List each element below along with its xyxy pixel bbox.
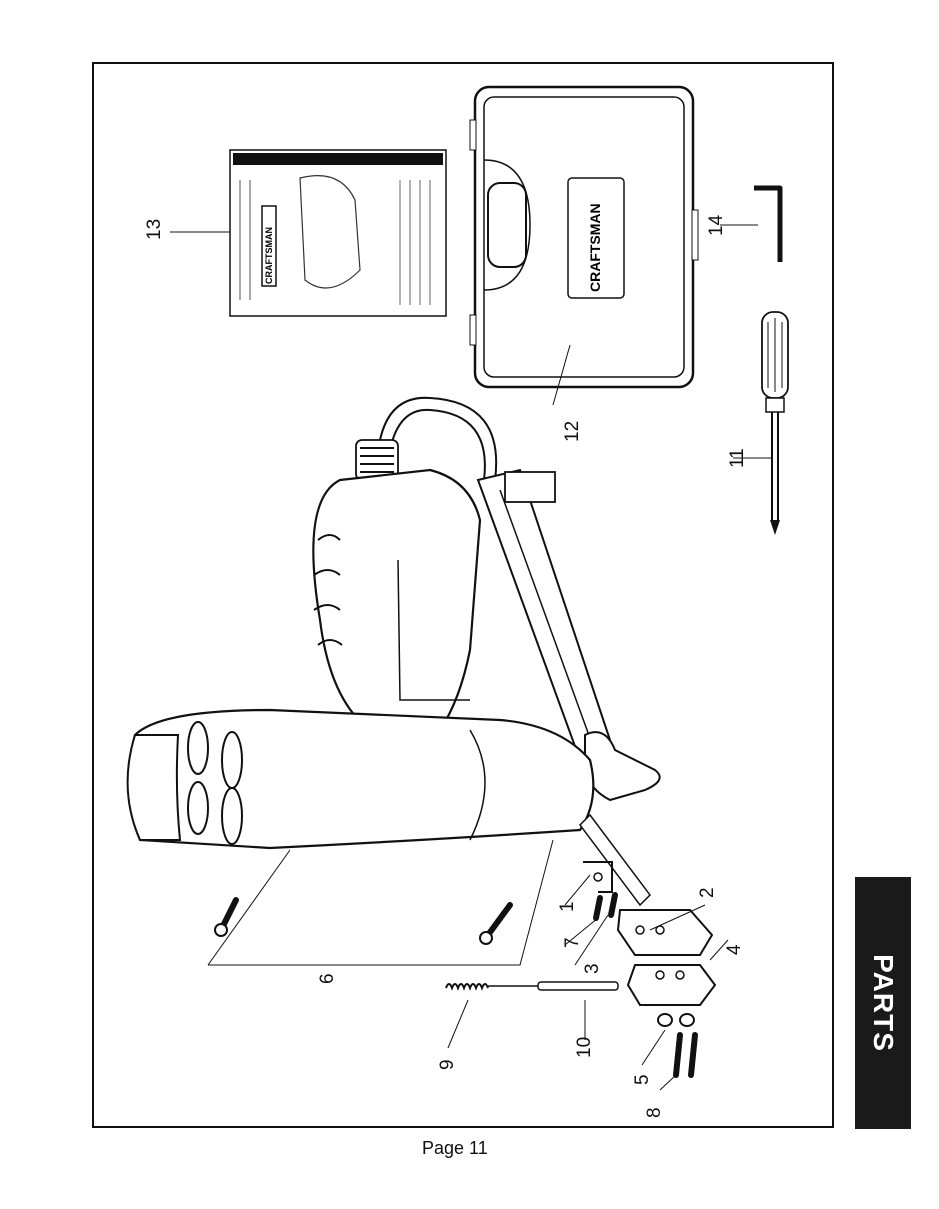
callout-2: 2 — [697, 887, 718, 898]
bracket-item-1 — [583, 862, 612, 892]
page-number: Page 11 — [422, 1138, 488, 1159]
case-logo: CRAFTSMAN — [587, 203, 603, 292]
carrying-case-illustration: CRAFTSMAN — [470, 87, 698, 387]
washer-item-5 — [658, 1014, 694, 1026]
callout-14: 14 — [706, 214, 727, 236]
section-tab-parts: PARTS — [855, 877, 911, 1129]
callout-13: 13 — [144, 219, 165, 240]
callout-10: 10 — [574, 1037, 595, 1058]
spring-item-9 — [446, 984, 488, 988]
manual-logo: CRAFTSMAN — [264, 227, 274, 284]
screws-item-8 — [676, 1035, 695, 1075]
callout-1: 1 — [557, 901, 578, 912]
callout-3: 3 — [582, 963, 603, 974]
electric-nailer-illustration — [128, 398, 660, 905]
screwdriver-illustration — [762, 312, 788, 535]
callout-12: 12 — [562, 421, 583, 442]
callout-6: 6 — [317, 973, 338, 984]
callout-4: 4 — [724, 944, 745, 955]
callout-8: 8 — [644, 1107, 665, 1118]
callout-9: 9 — [437, 1059, 458, 1070]
screws-item-6 — [215, 900, 510, 944]
plate-item-4 — [628, 965, 715, 1005]
callout-5: 5 — [632, 1074, 653, 1085]
section-tab-label: PARTS — [867, 954, 899, 1052]
owners-manual-illustration: CRAFTSMAN — [230, 150, 446, 316]
plate-item-2 — [618, 910, 712, 955]
callout-11: 11 — [727, 448, 748, 468]
screws-item-3-7 — [596, 895, 615, 918]
callout-7: 7 — [562, 937, 583, 948]
pin-item-10 — [488, 982, 618, 990]
